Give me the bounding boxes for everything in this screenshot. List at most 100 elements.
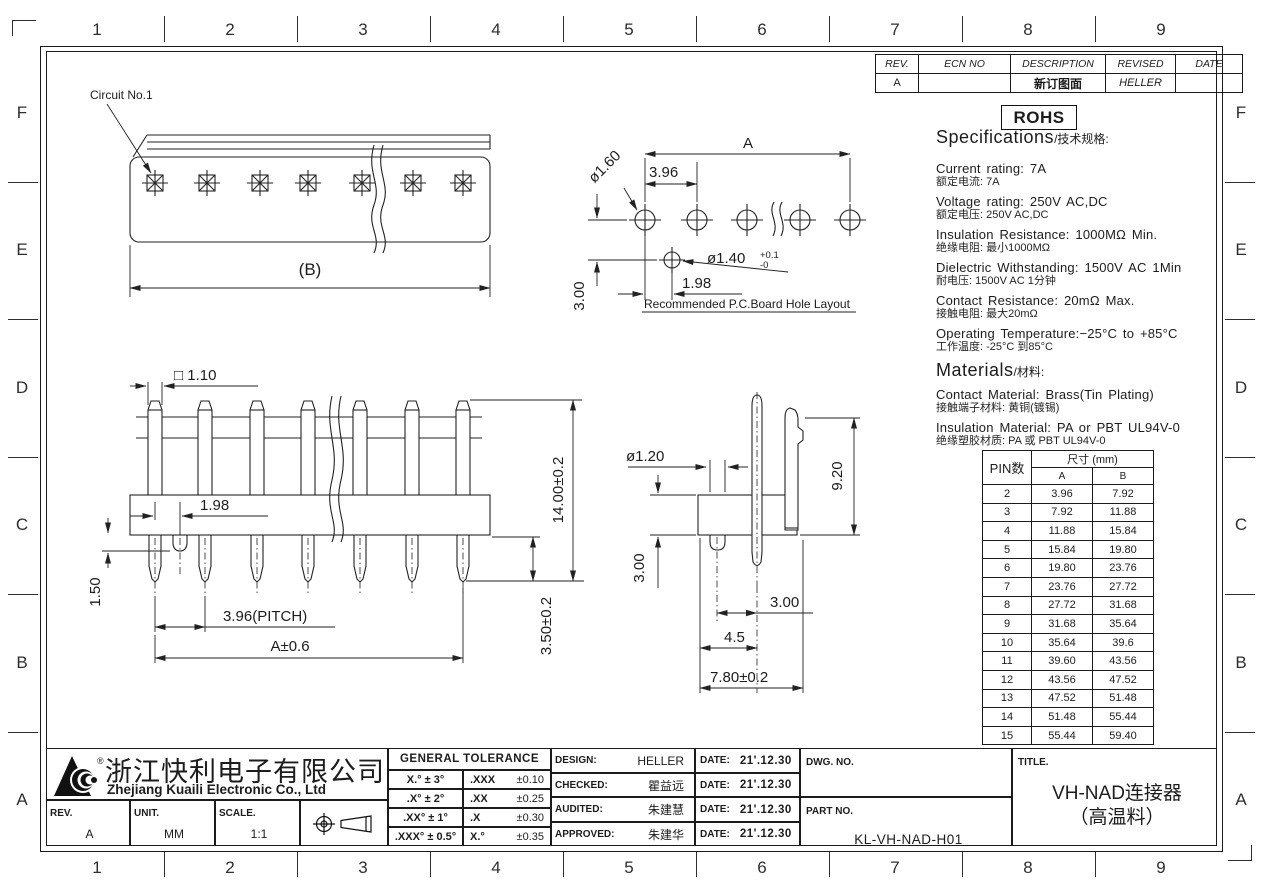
specifications-section: Specifications/技术规格: Current rating: 7A … (936, 127, 1222, 453)
circuit-no-label: Circuit No.1 (90, 88, 153, 102)
unit-label: UNIT. (134, 808, 159, 819)
specifications-heading-cn: /技术规格: (1054, 132, 1109, 146)
dwg-no-cell: DWG. NO. (800, 748, 1012, 797)
drawing-title-line1: VH-NAD连接器 (1052, 783, 1182, 804)
grid-row-label: F (1235, 103, 1247, 122)
scale-cell: SCALE. 1:1 (215, 800, 300, 846)
date-value: 21'.12.30 (739, 754, 792, 767)
b-cell: 31.68 (1092, 595, 1154, 616)
b-cell: 39.6 (1092, 632, 1154, 653)
revision-table: REV. ECN NO DESCRIPTION REVISED DATE A 新… (875, 54, 1243, 93)
title-label: TITLE. (1018, 757, 1049, 768)
pin-cell: 15 (982, 725, 1032, 746)
grid-col-label: 4 (491, 858, 501, 877)
tol-dec: .XX (470, 792, 488, 805)
date-label: DATE: (700, 755, 730, 766)
material-cn: 绝缘塑胶材质: PA 或 PBT UL94V-0 (936, 435, 1106, 447)
title-cell: TITLE. VH-NAD连接器 （高温料） (1012, 748, 1217, 846)
grid-row-label: E (16, 240, 28, 259)
revision-row: A 新订图面 HELLER (875, 73, 1243, 93)
design-date-cell: DATE: 21'.12.30 (695, 748, 800, 773)
grid-row-label: B (16, 653, 28, 672)
hole-symbols (629, 201, 866, 273)
pin-cell: 4 (982, 521, 1032, 541)
spec-cn: 工作温度: -25°C 到85°C (936, 341, 1053, 353)
size-header: 尺寸 (mm) (1031, 450, 1154, 468)
dim-198: 1.98 (682, 275, 711, 292)
revised-value: HELLER (1105, 73, 1176, 93)
dim-300: 3.00 (571, 281, 588, 310)
rev-header: REV. (875, 54, 919, 74)
a-cell: 47.52 (1031, 688, 1093, 709)
description-header: DESCRIPTION (1010, 54, 1106, 74)
material-cn: 接触端子材料: 黄铜(镀锡) (936, 402, 1060, 414)
dim-300-horiz: 3.00 (770, 594, 799, 611)
spec-item: Contact Resistance: 20mΩ Max. 接触电阻: 最大20… (936, 293, 1222, 321)
top-pins (147, 400, 471, 495)
housing-body (129, 494, 491, 536)
registered-mark: ® (97, 756, 104, 766)
date-value: 21'.12.30 (739, 779, 792, 791)
grid-row-label: B (1235, 653, 1247, 672)
approved-label: APPROVED: (555, 828, 615, 840)
spec-en: Dielectric Withstanding: 1500V AC 1Min (936, 260, 1182, 275)
rev-value: A (85, 827, 94, 841)
housing-body-side (697, 494, 798, 536)
ecn-header: ECN NO (918, 54, 1011, 74)
b-cell: 19.80 (1092, 539, 1154, 560)
grid-col-label: 1 (92, 858, 102, 877)
material-item: Contact Material: Brass(Tin Plating) 接触端… (936, 387, 1222, 415)
locating-peg (172, 535, 188, 552)
b-cell: 15.84 (1092, 521, 1154, 541)
spec-cn: 额定电流: 7A (936, 176, 1000, 188)
b-cell: 27.72 (1092, 576, 1154, 597)
dim-780: 7.80±0.2 (710, 669, 768, 686)
b-cell: 43.56 (1092, 651, 1154, 671)
dim-b-label: (B) (299, 260, 322, 279)
a-cell: 55.44 (1031, 725, 1093, 746)
grid-col-label: 5 (624, 20, 634, 39)
spec-en: Current rating: 7A (936, 161, 1047, 176)
approved-name: 朱建华 (647, 827, 684, 842)
a-cell: 15.84 (1031, 539, 1093, 560)
design-name: HELLER (637, 753, 684, 768)
grid-col-label: 9 (1156, 20, 1166, 39)
spec-cn: 额定电压: 250V AC,DC (936, 209, 1049, 221)
ecn-value (918, 73, 1011, 93)
dia-120: ø1.20 (626, 448, 664, 465)
tol-dec-row: X.°±0.35 (463, 827, 551, 846)
grid-row-label: A (1235, 790, 1247, 809)
b-cell: 59.40 (1092, 725, 1154, 746)
spec-item: Operating Temperature:−25°C to +85°C 工作温… (936, 326, 1222, 354)
a-cell: 27.72 (1031, 595, 1093, 616)
pin-cell: 6 (982, 558, 1032, 578)
b-cell: 47.52 (1092, 669, 1154, 690)
trim-mark-top-left (12, 20, 36, 36)
company-name-en: Zhejiang Kuaili Electronic Co., Ltd (107, 782, 327, 797)
dim-square-110: □ 1.10 (174, 367, 216, 384)
a-cell: 3.96 (1031, 484, 1093, 504)
spec-cn: 耐电压: 1500V AC 1分钟 (936, 275, 1056, 287)
spec-en: Insulation Resistance: 1000MΩ Min. (936, 227, 1158, 242)
tol-dec: X.° (470, 830, 485, 843)
date-value: 21'.12.30 (739, 828, 792, 840)
grid-row-label: D (1234, 378, 1248, 397)
tolerance-title: GENERAL TOLERANCE (388, 748, 551, 770)
a-cell: 11.88 (1031, 521, 1093, 541)
dim-1400: 14.00±0.2 (550, 457, 567, 524)
grid-col-label: 9 (1156, 858, 1166, 877)
pin-count-header: PIN数 (982, 450, 1032, 485)
pin-cell: 9 (982, 614, 1032, 634)
b-cell: 23.76 (1092, 558, 1154, 578)
dim-pitch: 3.96(PITCH) (223, 608, 307, 625)
grid-row-label: C (1234, 515, 1248, 534)
b-cell: 7.92 (1092, 484, 1154, 504)
a-cell: 51.48 (1031, 707, 1093, 727)
grid-col-label: 2 (225, 858, 235, 877)
bottom-pins (148, 535, 470, 583)
